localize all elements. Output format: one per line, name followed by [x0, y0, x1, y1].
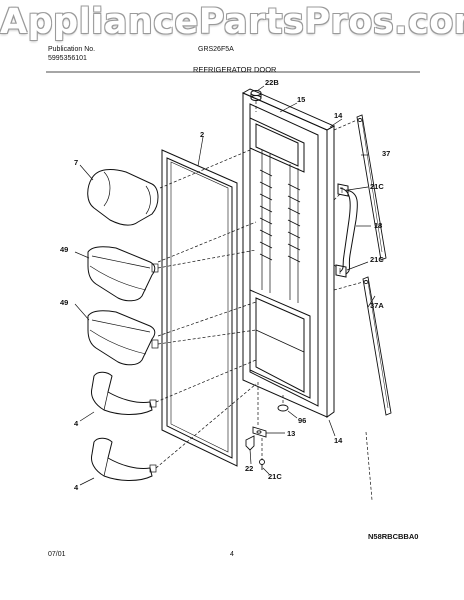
callout-49-upper: 49: [60, 245, 69, 254]
callout-21C-upper: 21C: [370, 182, 384, 191]
callout-14-top: 14: [334, 111, 343, 120]
callout-leaders: [74, 85, 376, 486]
callout-7: 7: [74, 158, 79, 167]
model-number: GRS26F5A: [198, 46, 234, 53]
callout-4-lower: 4: [74, 483, 79, 492]
callout-15: 15: [297, 95, 306, 104]
footer-date: 07/01: [48, 551, 66, 558]
callout-22: 22: [245, 464, 254, 473]
section-title: REFRIGERATOR DOOR: [193, 65, 277, 74]
door-gasket: [161, 149, 238, 467]
callout-96: 96: [298, 416, 307, 425]
callout-37A: 37A: [370, 301, 384, 310]
diagram-code: N58RBCBBA0: [368, 532, 419, 541]
watermark: AppliancePartsPros.com: [0, 2, 464, 42]
door-bin-middle: [87, 310, 159, 366]
callout-2: 2: [200, 130, 205, 139]
door-bin-lower-1: [91, 371, 157, 415]
door-trim-strips: [356, 114, 392, 416]
door-bin-upper: [87, 246, 159, 302]
bottom-hinge-parts: [245, 404, 289, 470]
callout-18: 18: [374, 221, 383, 230]
callout-4-upper: 4: [74, 419, 79, 428]
publication-number: 5995356101: [48, 55, 87, 62]
callout-14-bottom: 14: [334, 436, 343, 445]
door-bin-lower-2: [91, 437, 157, 481]
callout-13: 13: [287, 429, 296, 438]
footer-page-number: 4: [230, 551, 234, 558]
dairy-compartment-door: [87, 169, 159, 226]
assembly-leader-lines: [155, 101, 373, 501]
callout-22B: 22B: [265, 78, 279, 87]
callout-21C-bottom: 21C: [268, 472, 282, 481]
callout-21C-lower: 21C: [370, 255, 384, 264]
refrigerator-door: [241, 88, 336, 418]
callout-49-lower: 49: [60, 298, 69, 307]
door-handle: [335, 183, 358, 278]
publication-label: Publication No.: [48, 46, 96, 53]
callout-37: 37: [382, 149, 391, 158]
